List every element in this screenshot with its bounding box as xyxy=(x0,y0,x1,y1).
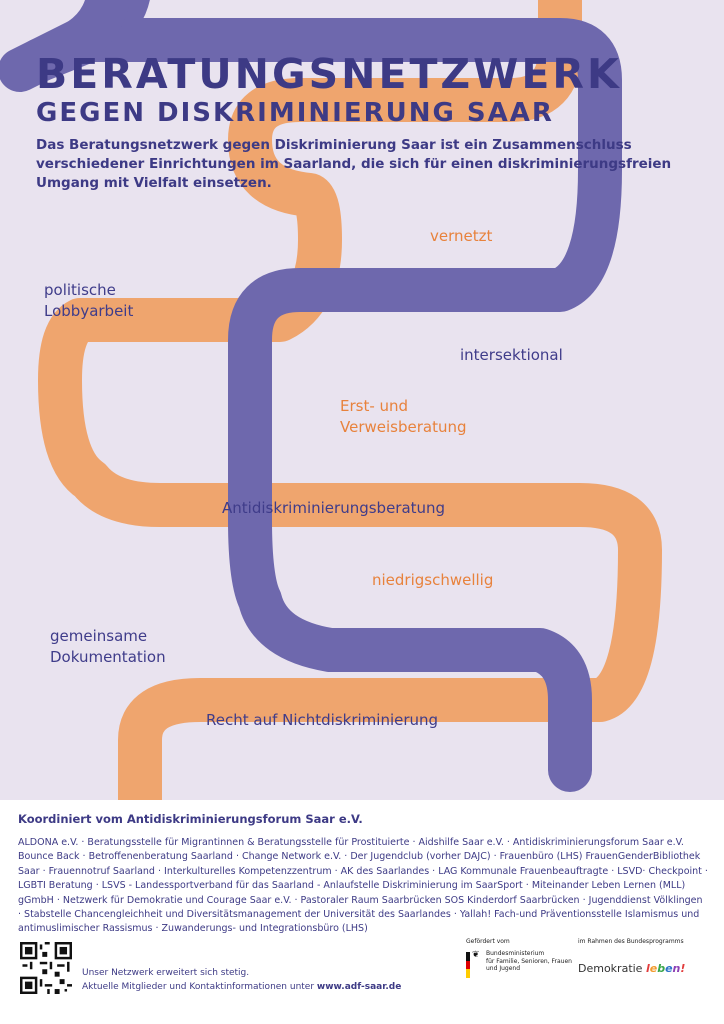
keyword-niedrigschwellig: niedrigschwellig xyxy=(372,571,494,589)
intro-text: Das Beratungsnetzwerk gegen Diskriminier… xyxy=(36,137,672,191)
orange-ribbon-path xyxy=(38,0,662,800)
keyword-intersektional: intersektional xyxy=(460,346,563,364)
german-flag-icon xyxy=(466,952,470,978)
website-link[interactable]: www.adf-saar.de xyxy=(316,982,402,992)
keyword-erst-und-verweisberatung: Erst- und Verweisberatung xyxy=(340,396,467,438)
network-note: Unser Netzwerk erweitert sich stetig. Ak… xyxy=(82,966,401,994)
keyword-gemeinsame-dokumentation: gemeinsame Dokumentation xyxy=(50,626,166,668)
keyword-erst-line2: Verweisberatung xyxy=(340,418,467,436)
programme-label: im Rahmen des Bundesprogramms xyxy=(578,938,684,945)
poster-artwork: BERATUNGSNETZWERK GEGEN DISKRIMINIERUNG … xyxy=(0,0,724,800)
member-list: ALDONA e.V. · Beratungsstelle für Migran… xyxy=(18,837,708,935)
funded-by-label: Gefördert vom xyxy=(466,938,510,945)
keyword-gemeinsame-line2: Dokumentation xyxy=(50,648,166,666)
federal-eagle-icon: ❦ xyxy=(472,950,480,960)
footer: Koordiniert vom Antidiskriminierungsforu… xyxy=(0,800,724,1024)
keyword-antidiskriminierungsberatung: Antidiskriminierungsberatung xyxy=(222,499,446,517)
qr-code-icon[interactable] xyxy=(20,942,72,994)
title-line-1: BERATUNGSNETZWERK xyxy=(36,50,622,98)
title-line-2: GEGEN DISKRIMINIERUNG SAAR xyxy=(36,98,554,128)
ribbon-graphic xyxy=(0,0,662,800)
keyword-vernetzt: vernetzt xyxy=(430,227,493,245)
keyword-recht-auf-nichtdiskriminierung: Recht auf Nichtdiskriminierung xyxy=(206,711,439,729)
blue-ribbon-top xyxy=(0,0,130,92)
demokratie-leben-logo: Demokratie leben! xyxy=(578,962,686,975)
keyword-politische-lobbyarbeit: politische Lobbyarbeit xyxy=(44,280,133,322)
network-note-line1: Unser Netzwerk erweitert sich stetig. xyxy=(82,968,250,978)
keyword-politische-line1: politische xyxy=(44,281,116,299)
network-note-line2: Aktuelle Mitglieder und Kontaktinformati… xyxy=(82,982,402,992)
keyword-erst-line1: Erst- und xyxy=(340,397,409,415)
keyword-gemeinsame-line1: gemeinsame xyxy=(50,627,148,645)
keyword-politische-line2: Lobbyarbeit xyxy=(44,302,134,320)
coordinated-by-heading: Koordiniert vom Antidiskriminierungsforu… xyxy=(18,812,363,826)
ministry-name: Bundesministerium für Familie, Senioren,… xyxy=(486,950,572,972)
